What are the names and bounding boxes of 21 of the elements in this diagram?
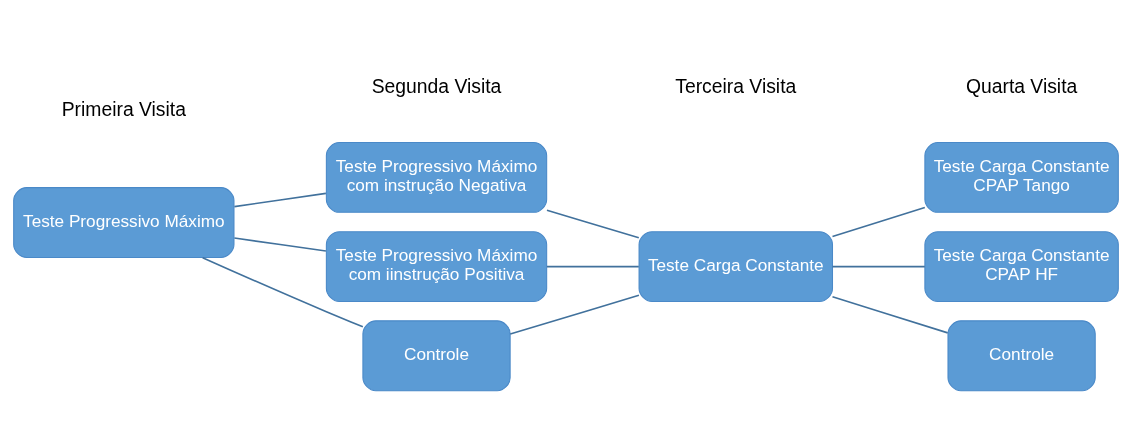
connector (831, 295, 949, 334)
node-box: Controle (362, 319, 511, 391)
node-box: Teste Carga Constante CPAP HF (924, 230, 1119, 302)
node-box: Teste Carga Constante (638, 230, 833, 302)
node-box: Teste Progressivo Máximo com instrução Negativa (325, 141, 548, 213)
label: Quarta Visita (965, 74, 1078, 97)
label: Terceira Visita (675, 74, 797, 97)
connector (831, 206, 926, 237)
node-box: Controle (947, 319, 1096, 391)
connector (546, 208, 640, 239)
connector (831, 265, 926, 267)
connector (233, 236, 327, 252)
node-box: Teste Progressivo Máximo (13, 186, 235, 258)
label: Segunda Visita (371, 74, 502, 97)
node-box: Teste Carga Constante CPAP Tango (924, 141, 1119, 213)
node-box: Teste Progressivo Máximo com iinstrução Positiva (325, 230, 548, 302)
connector (546, 265, 640, 267)
connector (509, 294, 640, 335)
label: Primeira Visita (61, 97, 186, 120)
connector (201, 256, 364, 328)
connector (233, 192, 327, 207)
